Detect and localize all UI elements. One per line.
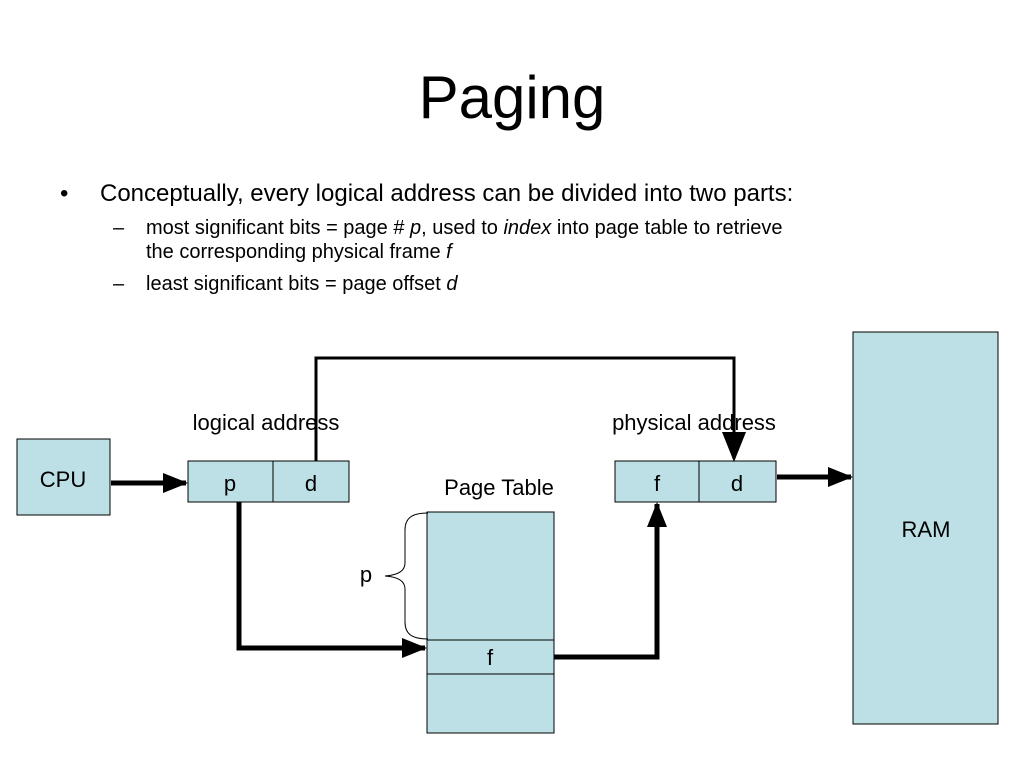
slide-title: Paging	[418, 64, 606, 131]
logical-p-label: p	[224, 471, 236, 496]
brace-p-label: p	[360, 562, 372, 587]
sub-bullet-lsb-text: least significant bits = page offset d	[146, 273, 458, 295]
logical-d-label: d	[305, 471, 317, 496]
bullet-main-text: Conceptually, every logical address can …	[100, 180, 794, 207]
ram-box	[852, 331, 999, 725]
frame-to-physical-arrow	[554, 501, 667, 660]
sub-bullet-dash: –	[113, 273, 125, 295]
sub-bullet-msb-text: most significant bits = page # p, used t…	[146, 216, 783, 264]
physical-offset-field	[698, 460, 777, 503]
page-number-to-table-arrow	[236, 502, 428, 658]
sub-bullet-msb-line1: most significant bits = page # p, used t…	[146, 217, 783, 239]
physical-d-label: d	[731, 471, 743, 496]
sub-bullet-msb-line2: the corresponding physical frame f	[146, 241, 452, 263]
cpu-box	[16, 438, 111, 516]
physical-f-label: f	[654, 471, 661, 496]
page-table-label: Page Table	[444, 475, 554, 500]
physical-address-label: physical address	[612, 410, 776, 435]
logical-page-field	[187, 460, 274, 503]
offset-copy-arrow	[314, 356, 746, 462]
physical-frame-field	[614, 460, 700, 503]
sub-bullet-dash: –	[113, 217, 125, 239]
cpu-label: CPU	[40, 467, 86, 492]
page-table-box	[426, 511, 555, 734]
bullet-dot: •	[60, 180, 69, 207]
logical-offset-field	[272, 460, 350, 503]
page-table-entry-f-label: f	[487, 645, 494, 670]
ram-label: RAM	[902, 517, 951, 542]
page-index-brace	[384, 512, 429, 640]
